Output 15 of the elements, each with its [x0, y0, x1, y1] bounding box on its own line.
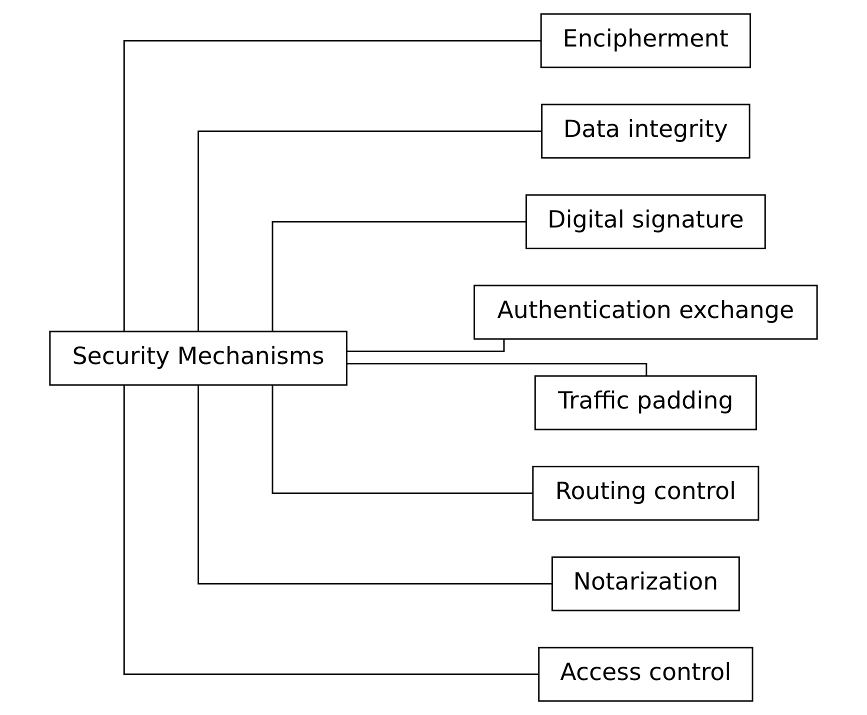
node-box: Digital signature	[526, 194, 766, 250]
node-box: Data integrity	[541, 104, 750, 159]
connector	[198, 130, 542, 332]
node-box: Security Mechanisms	[49, 330, 348, 386]
connector	[272, 386, 533, 494]
connector	[272, 220, 526, 332]
node-box: Authentication exchange	[474, 284, 818, 340]
node-box: Traffic padding	[534, 375, 757, 430]
node-box: Access control	[538, 646, 754, 702]
node-box: Notarization	[551, 556, 740, 612]
connector	[198, 385, 552, 585]
node-box: Encipherment	[540, 13, 752, 68]
connector	[123, 385, 538, 676]
connector	[123, 40, 541, 332]
node-box: Routing control	[532, 466, 760, 521]
